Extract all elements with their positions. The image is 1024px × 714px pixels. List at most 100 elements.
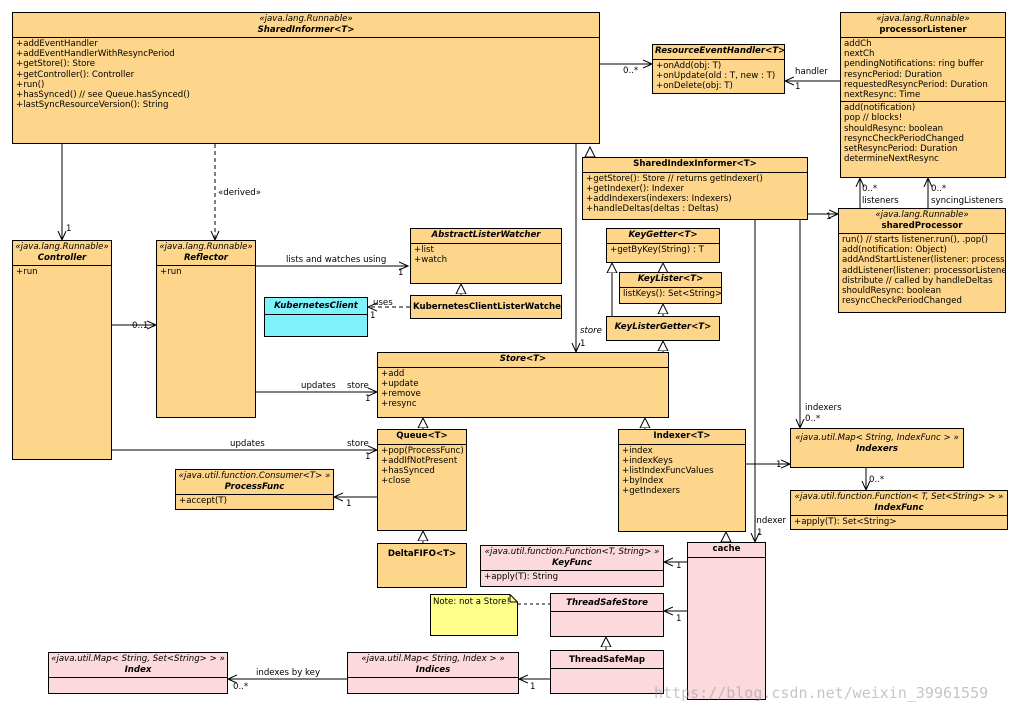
label-indexer-role-mult: 1 [757, 528, 763, 538]
operation: shouldResync: boolean [844, 123, 944, 134]
class-process-func[interactable]: «java.util.function.Consumer<T> » Proces… [175, 469, 334, 510]
operations: +pop(ProcessFunc) +addIfNotPresent +hasS… [378, 445, 466, 488]
operations: +apply(T): String [481, 571, 663, 583]
operation: +run [16, 267, 38, 277]
operation: +pop(ProcessFunc) [381, 445, 464, 456]
class-name: KeyFunc [552, 557, 592, 568]
stereotype: «java.util.function.Function< T, Set<Str… [794, 492, 1004, 502]
label-handler-mult: 1 [795, 82, 801, 92]
operation: add(notification) [844, 103, 916, 114]
class-name: Indexer<T> [653, 431, 711, 441]
class-indexers[interactable]: «java.util.Map< String, IndexFunc > » In… [790, 428, 964, 468]
operations: +accept(T) [176, 495, 333, 507]
class-processor-listener[interactable]: «java.lang.Runnable» processorListener a… [840, 12, 1006, 178]
class-thread-safe-store[interactable]: ThreadSafeStore [550, 593, 664, 637]
class-name: AbstractListerWatcher [431, 230, 541, 240]
watermark: https://blog.csdn.net/weixin_39961559 [654, 684, 989, 702]
label-lists-watches: lists and watches using [286, 255, 387, 265]
label-store-reflector: store [347, 381, 369, 391]
label-updates-reflector: updates [301, 381, 336, 391]
operation: shouldResync: boolean [842, 286, 942, 297]
class-name: processorListener [879, 24, 967, 35]
operation: resyncCheckPeriodChanged [842, 296, 962, 307]
class-key-lister-getter[interactable]: KeyListerGetter<T> [606, 316, 720, 341]
operation: resyncCheckPeriodChanged [844, 133, 964, 144]
stereotype: «java.lang.Runnable» [159, 242, 253, 252]
operation: +lastSyncResourceVersion(): String [16, 100, 169, 111]
label-derived: «derived» [218, 188, 262, 198]
class-thread-safe-map[interactable]: ThreadSafeMap [550, 650, 664, 694]
note-text: Note: not a Store! [433, 597, 510, 607]
class-queue[interactable]: Queue<T> +pop(ProcessFunc) +addIfNotPres… [377, 429, 467, 531]
label-uses: uses [373, 298, 393, 308]
class-name: DeltaFIFO<T> [387, 549, 457, 559]
operation: +close [381, 476, 411, 487]
class-name: ThreadSafeMap [568, 655, 646, 665]
class-index[interactable]: «java.util.Map< String, Set<String> > » … [48, 652, 228, 694]
operation: +resync [381, 399, 417, 410]
class-shared-index-informer[interactable]: SharedIndexInformer<T> +getStore(): Stor… [582, 157, 808, 220]
operation: +listIndexFuncValues [622, 465, 714, 476]
class-abstract-lister-watcher[interactable]: AbstractListerWatcher +list +watch [410, 228, 562, 284]
class-name: ResourceEventHandler<T> [655, 46, 785, 56]
class-cache[interactable]: cache [687, 542, 766, 700]
operations: +onAdd(obj: T) +onUpdate(old : T, new : … [653, 60, 784, 93]
stereotype: «java.lang.Runnable» [259, 14, 353, 24]
class-reflector[interactable]: «java.lang.Runnable» Reflector +run [156, 240, 256, 418]
class-name: KubernetesClient [274, 301, 358, 311]
class-name: Index [124, 664, 152, 675]
operation: +remove [381, 388, 421, 399]
note[interactable]: Note: not a Store! [430, 594, 518, 636]
label-index-mult: 0..* [233, 682, 249, 692]
class-kubernetes-client-lister-watcher[interactable]: KubernetesClientListerWatcher [410, 295, 562, 319]
class-resource-event-handler[interactable]: ResourceEventHandler<T> +onAdd(obj: T) +… [652, 44, 785, 94]
class-name: Indices [415, 664, 451, 675]
class-delta-fifo[interactable]: DeltaFIFO<T> [377, 543, 467, 588]
class-key-func[interactable]: «java.util.function.Function<T, String> … [480, 545, 664, 587]
operation: add(notification: Object) [842, 245, 947, 256]
operation: setResyncPeriod: Duration [844, 144, 958, 155]
attribute: pendingNotifications: ring buffer [844, 59, 984, 70]
class-shared-informer[interactable]: «java.lang.Runnable» SharedInformer<T> +… [12, 12, 600, 144]
attribute: requestedResyncPeriod: Duration [844, 79, 988, 90]
class-controller[interactable]: «java.lang.Runnable» Controller +run [12, 240, 112, 460]
attribute: nextCh [844, 49, 875, 60]
stereotype: «java.lang.Runnable» [15, 242, 109, 252]
class-name: KeyListerGetter<T> [614, 322, 712, 332]
class-kubernetes-client[interactable]: KubernetesClient [264, 297, 368, 337]
label-lw-mult: 1 [398, 268, 404, 278]
operation: +getIndexers [622, 486, 681, 497]
stereotype: «java.lang.Runnable» [875, 210, 969, 220]
class-shared-processor[interactable]: «java.lang.Runnable» sharedProcessor run… [838, 208, 1006, 313]
operations: +add +update +remove +resync [378, 368, 668, 411]
label-sp-mult: 1 [826, 212, 832, 222]
operation: distribute // called by handleDeltas [842, 275, 993, 286]
operations: run() // starts listener.run(), .pop() a… [839, 234, 1005, 307]
class-name: ThreadSafeStore [566, 598, 648, 608]
note-shape [430, 594, 518, 636]
operation: +list [414, 244, 434, 255]
operations: +getStore(): Store // returns getIndexer… [583, 173, 807, 216]
stereotype: «java.util.Map< String, Set<String> > » [51, 654, 225, 664]
class-name: SharedIndexInformer<T> [633, 159, 757, 169]
label-indexer-role: indexer [754, 516, 787, 526]
operation: +run() [16, 79, 45, 90]
class-name: Store<T> [499, 354, 547, 364]
class-index-func[interactable]: «java.util.function.Function< T, Set<Str… [790, 490, 1008, 530]
class-indexer[interactable]: Indexer<T> +index +indexKeys +listIndexF… [618, 429, 746, 532]
operation: run() // starts listener.run(), .pop() [842, 235, 988, 245]
operations: +run [13, 266, 111, 278]
operation: determineNextResync [844, 154, 939, 165]
operation: +indexKeys [622, 455, 673, 466]
stereotype: «java.util.Map< String, IndexFunc > » [795, 433, 959, 443]
class-indices[interactable]: «java.util.Map< String, Index > » Indice… [347, 652, 519, 694]
operations: +apply(T): Set<String> [791, 516, 1007, 528]
class-key-lister[interactable]: KeyLister<T> listKeys(): Set<String> [619, 272, 722, 304]
label-indexers-mult: 1 [776, 460, 782, 470]
class-key-getter[interactable]: KeyGetter<T> +getByKey(String) : T [606, 228, 720, 263]
class-name: Queue<T> [396, 431, 448, 441]
class-store[interactable]: Store<T> +add +update +remove +resync [377, 352, 669, 418]
operation: +getByKey(String) : T [610, 244, 704, 255]
class-name: Controller [37, 252, 87, 263]
class-name: sharedProcessor [881, 220, 963, 231]
